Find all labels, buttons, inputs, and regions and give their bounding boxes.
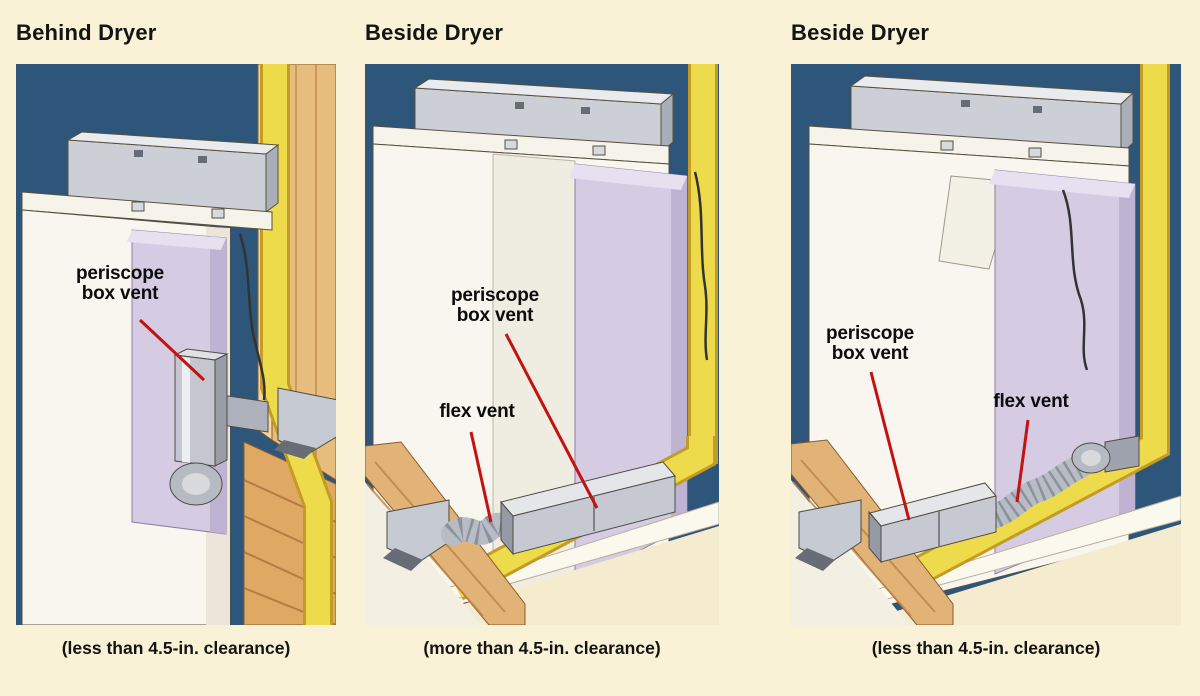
panel-title: Behind Dryer (16, 20, 157, 45)
panel-caption: (less than 4.5-in. clearance) (61, 638, 291, 658)
leader-line-flex (469, 431, 493, 523)
wall-vent-hood (798, 499, 862, 563)
label-flex-vent: flex vent (439, 401, 515, 422)
power-cord (1061, 189, 1089, 371)
panel-caption: (more than 4.5-in. clearance) (423, 638, 661, 658)
panel-caption: (less than 4.5-in. clearance) (871, 638, 1101, 658)
label-periscope-box-vent: periscope box vent (76, 263, 164, 305)
lid-hinge (1028, 147, 1042, 158)
lid-hinge (211, 208, 225, 219)
panel-illustration: periscope box vent (16, 64, 336, 625)
vent-assembly (795, 435, 1140, 571)
wall-vent-hood (386, 499, 450, 563)
wall-vent-hood (277, 387, 336, 455)
panel-illustration: periscope box vent flex vent (365, 64, 719, 625)
panel-beside-dryer-more-clearance: Beside Dryer (365, 20, 719, 696)
label-periscope-box-vent: periscope box vent (826, 323, 914, 365)
leader-line-periscope (138, 318, 206, 382)
dryer-top-lid (21, 191, 273, 231)
panel-behind-dryer: Behind Dryer (16, 20, 336, 696)
leader-line-periscope (869, 371, 911, 521)
flex-vent-duct (984, 454, 1093, 528)
lid-hinge (504, 139, 518, 150)
label-periscope-box-vent: periscope box vent (451, 285, 539, 327)
panel-illustration: periscope box vent flex vent (791, 64, 1181, 625)
leader-line-flex (1015, 419, 1030, 503)
illustration-behind-dryer (16, 64, 336, 625)
panel-title: Beside Dryer (365, 20, 504, 45)
lid-hinge (940, 140, 954, 151)
panel-beside-dryer-less-clearance: Beside Dryer (791, 20, 1181, 696)
power-cord (238, 233, 266, 401)
label-flex-vent: flex vent (993, 391, 1069, 412)
power-cord (693, 171, 709, 361)
lid-hinge (131, 201, 145, 212)
wall-duct (1104, 435, 1140, 473)
vent-assembly (169, 348, 336, 506)
leader-line-periscope (504, 333, 599, 509)
illustration-beside-dryer-2 (791, 64, 1181, 625)
vent-assembly (383, 461, 676, 571)
panel-title: Beside Dryer (791, 20, 930, 45)
lid-hinge (592, 145, 606, 156)
illustration-beside-dryer-1 (365, 64, 719, 625)
